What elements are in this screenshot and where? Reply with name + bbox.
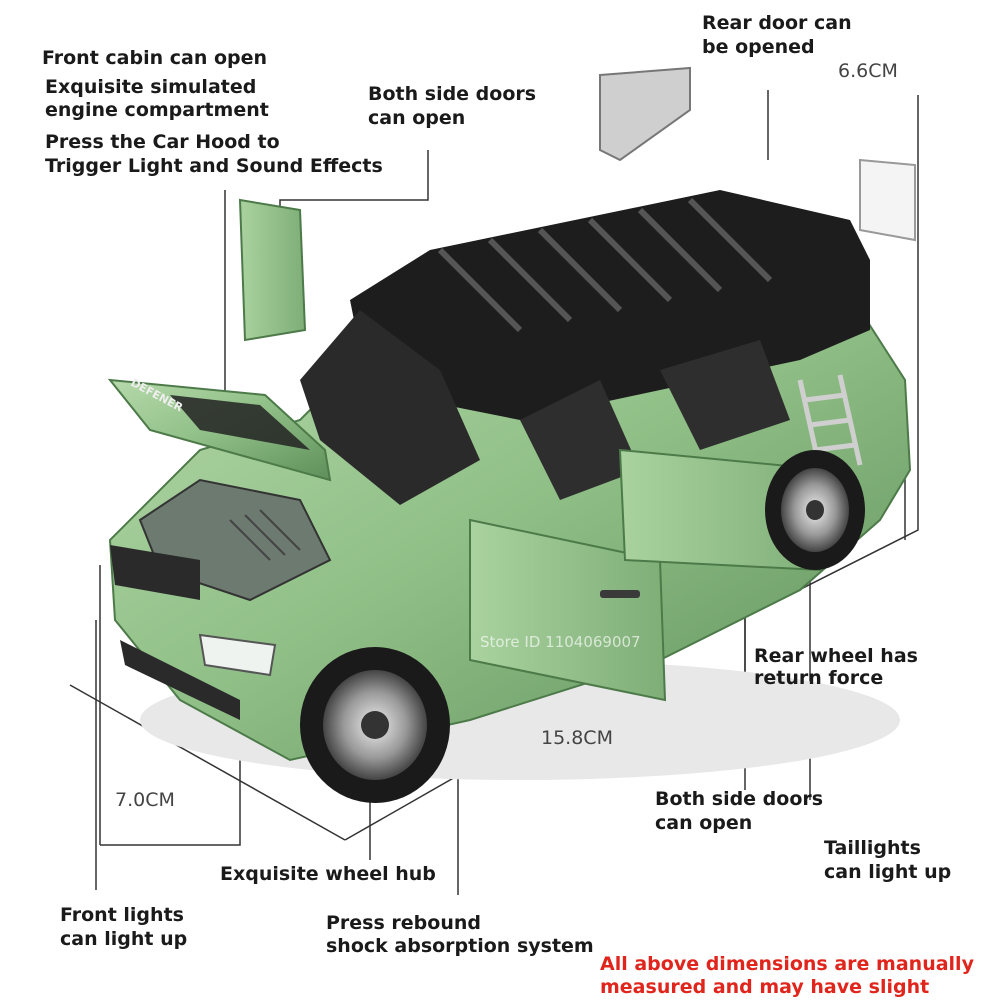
dimension-length: 15.8CM — [541, 727, 613, 749]
front-door-handle — [600, 590, 640, 598]
label-taillights-1: Taillights — [824, 837, 921, 859]
dimension-width: 7.0CM — [115, 789, 175, 811]
disclaimer-line-2: measured and may have slight — [600, 976, 930, 998]
hood-panel — [170, 395, 310, 450]
label-front-lights-2: can light up — [60, 928, 188, 950]
label-shock-1: Press rebound — [326, 912, 481, 934]
label-side-doors-bottom-2: can open — [655, 812, 753, 834]
roof-hatch — [599, 66, 691, 162]
label-rear-wheel-2: return force — [754, 667, 884, 689]
label-taillights-2: can light up — [824, 861, 952, 883]
rear-side-window — [660, 340, 790, 450]
label-rear-wheel-1: Rear wheel has — [754, 645, 918, 667]
rear-door — [859, 158, 916, 242]
front-grille — [110, 545, 200, 600]
label-hood-1: Press the Car Hood to — [45, 131, 280, 153]
label-engine-1: Exquisite simulated — [45, 76, 257, 98]
engine-ribs — [229, 509, 301, 561]
side-window — [520, 380, 640, 500]
front-door-open — [469, 518, 667, 702]
front-bumper — [120, 640, 240, 720]
label-side-doors-top-2: can open — [368, 107, 466, 129]
windshield — [300, 310, 480, 505]
label-side-doors-top-1: Both side doors — [368, 83, 537, 105]
label-front-lights-1: Front lights — [60, 904, 184, 926]
front-wheel — [300, 647, 450, 803]
label-rear-door-2: be opened — [702, 36, 815, 58]
label-hood-2: Trigger Light and Sound Effects — [45, 155, 383, 177]
label-shock-2: shock absorption system — [326, 935, 594, 957]
label-wheel-hub: Exquisite wheel hub — [220, 863, 436, 885]
rear-wheel — [765, 450, 865, 570]
store-watermark: Store ID 1104069007 — [480, 633, 641, 651]
headlight — [198, 633, 277, 677]
label-side-doors-bottom-1: Both side doors — [655, 788, 824, 810]
label-front-cabin: Front cabin can open — [42, 47, 268, 69]
label-rear-door-1: Rear door can — [702, 12, 852, 34]
disclaimer-line-1: All above dimensions are manually — [600, 953, 974, 975]
left-door-open — [238, 198, 307, 342]
label-engine-2: engine compartment — [45, 99, 269, 121]
roof-rack — [437, 197, 773, 333]
dimension-height: 6.6CM — [838, 60, 898, 82]
